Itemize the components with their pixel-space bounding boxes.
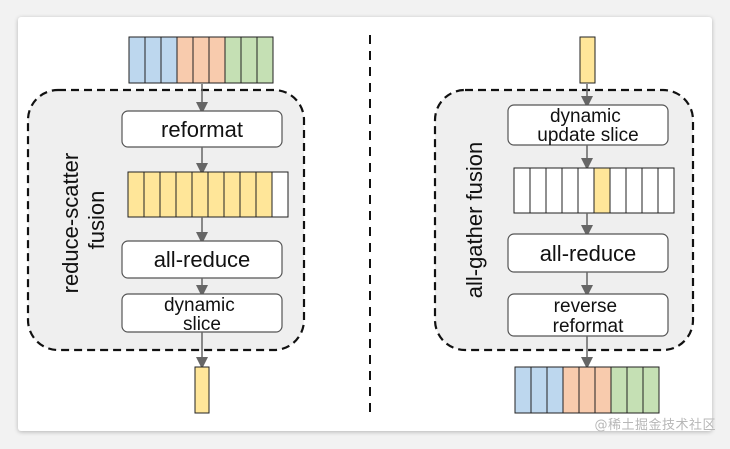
reduce-scatter-fusion-region [26,88,306,352]
output-buffer-right-cell [626,366,644,414]
input-buffer-left-cell [240,36,258,84]
input-buffer-left-cell [256,36,274,84]
output-buffer-right-cell [610,366,628,414]
reformatted-buffer-cell [191,171,209,218]
input-buffer-left-cell [224,36,242,84]
reformatted-buffer-cell [223,171,241,218]
reformatted-buffer-cell [159,171,177,218]
reverse-reformat-box [507,293,669,337]
output-buffer-right [514,366,660,414]
input-buffer-left-cell [176,36,194,84]
watermark: @稀土掘金技术社区 [594,418,716,433]
updated-buffer-cell [625,167,643,214]
reformatted-buffer [127,171,289,218]
output-buffer-right-cell [514,366,532,414]
all-reduce-label-left: all-reduce [154,247,251,272]
output-buffer-right-cell [562,366,580,414]
input-buffer-left [128,36,274,84]
all-gather-fusion-title: all-gather fusion [462,142,487,299]
input-buffer-left-cell [160,36,178,84]
updated-buffer-cell [641,167,659,214]
input-buffer-left-cell [208,36,226,84]
dynamic-update-slice-label: dynamic update slice [537,106,638,146]
updated-buffer [513,167,675,214]
input-buffer-right [579,36,596,84]
updated-buffer-cell [513,167,531,214]
updated-buffer-cell [577,167,595,214]
output-buffer-left-cell [194,366,210,414]
reformat-label: reformat [161,117,243,142]
input-buffer-left-cell [128,36,146,84]
dynamic-update-slice-box [507,104,669,146]
reformatted-buffer-cell [271,171,289,218]
reformatted-buffer-cell [255,171,273,218]
updated-buffer-cell [529,167,547,214]
output-buffer-right-cell [530,366,548,414]
input-buffer-left-cell [144,36,162,84]
all-reduce-label-right: all-reduce [540,241,637,266]
reformatted-buffer-cell [143,171,161,218]
all-gather-fusion-region [433,88,695,352]
updated-buffer-cell [657,167,675,214]
output-buffer-right-cell [578,366,596,414]
output-buffer-right-cell [546,366,564,414]
reformatted-buffer-cell [207,171,225,218]
all-reduce-box-right [507,233,669,273]
updated-buffer-cell [593,167,611,214]
updated-buffer-cell [561,167,579,214]
reformatted-buffer-cell [127,171,145,218]
input-buffer-left-cell [192,36,210,84]
reformatted-buffer-cell [239,171,257,218]
reformatted-buffer-cell [175,171,193,218]
updated-buffer-cell [545,167,563,214]
dynamic-slice-label: dynamic slice [164,295,240,335]
output-buffer-left [194,366,210,414]
output-buffer-right-cell [594,366,612,414]
reduce-scatter-fusion-title: reduce-scatter fusion [58,147,109,294]
updated-buffer-cell [609,167,627,214]
reverse-reformat-label: reverse reformat [553,296,624,337]
output-buffer-right-cell [642,366,660,414]
input-buffer-right-cell [579,36,596,84]
